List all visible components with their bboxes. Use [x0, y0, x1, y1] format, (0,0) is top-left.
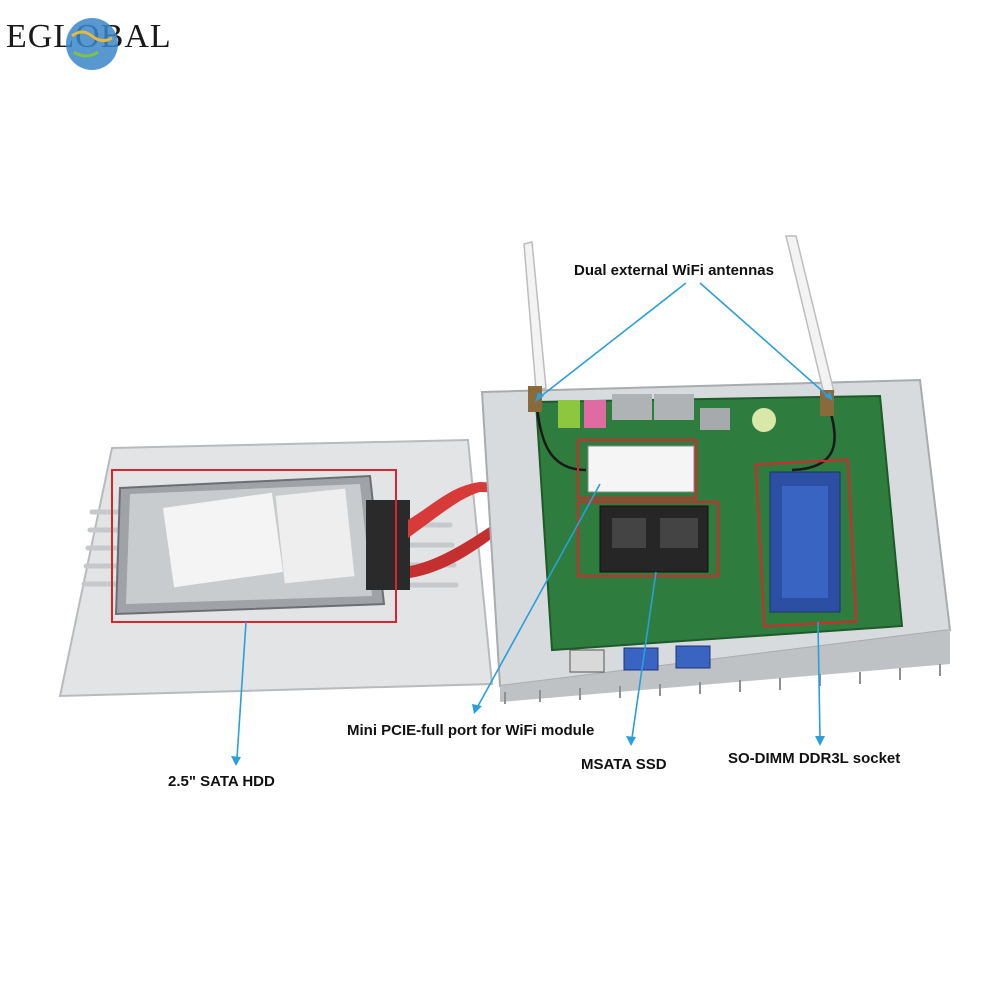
- callout-line-antenna-right: [699, 282, 829, 397]
- callout-hdd: 2.5" SATA HDD: [168, 773, 275, 790]
- highlight-sodimm: [754, 458, 858, 628]
- sata-hdd: [114, 474, 410, 616]
- highlight-wifi: [577, 439, 697, 499]
- callout-arrow: [472, 704, 482, 714]
- callout-line-sodimm: [817, 621, 821, 739]
- wifi-antenna-left: [523, 241, 547, 412]
- globe-icon: [66, 18, 118, 70]
- callout-wifi-port: Mini PCIE-full port for WiFi module: [347, 722, 595, 739]
- callout-line-wifi: [477, 483, 601, 707]
- audio-jack: [558, 400, 580, 428]
- hdmi-port: [700, 408, 730, 430]
- callout-arrow: [626, 736, 636, 746]
- cmos-battery: [752, 408, 776, 432]
- callout-msata: MSATA SSD: [581, 756, 667, 773]
- callout-arrow: [535, 392, 544, 402]
- callout-sodimm: SO-DIMM DDR3L socket: [728, 750, 901, 767]
- callout-arrow: [231, 756, 241, 766]
- sata-cable: [408, 482, 612, 538]
- highlight-msata: [577, 501, 719, 577]
- callout-arrow: [815, 736, 825, 746]
- wifi-module: [587, 445, 695, 493]
- audio-jack: [584, 400, 606, 428]
- callout-line-hdd: [236, 621, 247, 759]
- usb-ports: [569, 645, 711, 673]
- ethernet-port: [612, 394, 652, 420]
- callout-antennas: Dual external WiFi antennas: [574, 262, 774, 279]
- callout-line-antenna-left: [539, 282, 687, 398]
- callout-arrow: [824, 392, 833, 401]
- ethernet-port: [654, 394, 694, 420]
- highlight-hdd: [111, 469, 397, 623]
- callout-line-msata: [631, 571, 657, 739]
